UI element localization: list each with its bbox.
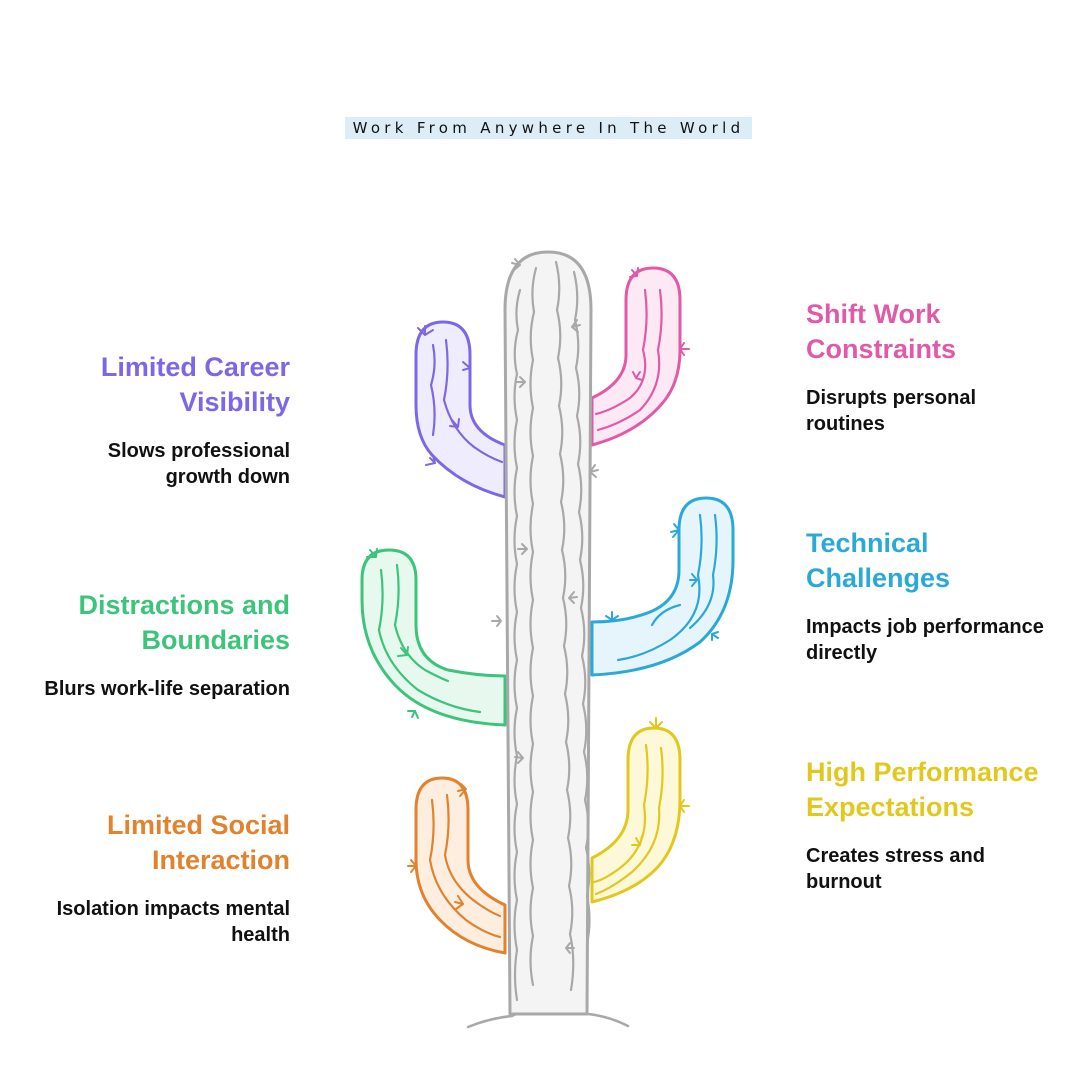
item-description: Creates stress and burnout bbox=[806, 845, 985, 893]
item-title: Technical Challenges bbox=[806, 528, 951, 593]
item-distractions-and-boundaries: Distractions and Boundaries Blurs work-l… bbox=[20, 588, 290, 702]
item-limited-social-interaction: Limited Social Interaction Isolation imp… bbox=[20, 808, 290, 948]
item-title: Limited Career Visibility bbox=[100, 352, 290, 417]
arm-shift-work bbox=[590, 266, 690, 447]
item-technical-challenges: Technical Challenges Impacts job perform… bbox=[806, 526, 1076, 666]
item-title: Shift Work Constraints bbox=[806, 299, 957, 364]
item-description: Isolation impacts mental health bbox=[56, 898, 290, 946]
item-description: Disrupts personal routines bbox=[806, 387, 977, 435]
item-limited-career-visibility: Limited Career Visibility Slows professi… bbox=[20, 350, 290, 490]
arm-career-visibility bbox=[414, 320, 507, 499]
item-high-performance-expectations: High Performance Expectations Creates st… bbox=[806, 755, 1076, 895]
cactus-trunk bbox=[491, 250, 599, 1016]
arm-social bbox=[407, 776, 507, 955]
arm-distractions bbox=[360, 548, 507, 727]
item-title: Limited Social Interaction bbox=[106, 810, 290, 875]
arm-technical bbox=[590, 496, 735, 677]
item-description: Impacts job performance directly bbox=[806, 616, 1044, 664]
banner-title: Work From Anywhere In The World bbox=[345, 117, 752, 139]
item-shift-work-constraints: Shift Work Constraints Disrupts personal… bbox=[806, 297, 1076, 437]
item-title: Distractions and Boundaries bbox=[78, 590, 290, 655]
item-title: High Performance Expectations bbox=[806, 757, 1039, 822]
item-description: Slows professional growth down bbox=[107, 440, 290, 488]
arm-performance bbox=[590, 717, 690, 904]
item-description: Blurs work-life separation bbox=[44, 678, 290, 700]
